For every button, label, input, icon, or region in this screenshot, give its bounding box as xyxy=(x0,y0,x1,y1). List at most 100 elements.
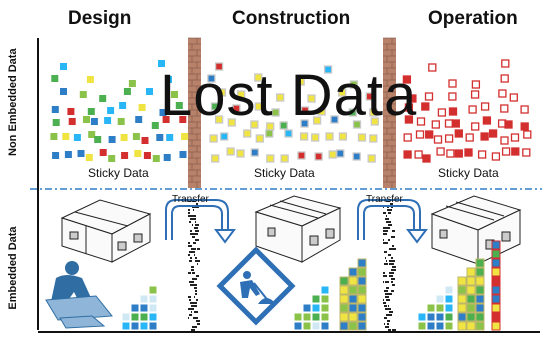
noise-mark xyxy=(389,314,392,316)
noise-mark xyxy=(388,239,390,241)
noise-mark xyxy=(387,323,389,325)
noise-mark xyxy=(391,278,395,280)
noise-mark xyxy=(196,299,198,301)
noise-mark xyxy=(190,251,191,253)
sticky-square xyxy=(67,108,75,115)
sticky-squares-operation xyxy=(402,59,532,163)
sticky-square xyxy=(87,108,95,115)
embedded-data-square xyxy=(302,312,312,322)
noise-mark xyxy=(188,317,189,319)
embedded-data-square xyxy=(457,276,467,286)
sticky-square xyxy=(156,134,164,141)
sticky-square xyxy=(86,76,94,83)
embedded-data-square xyxy=(139,312,149,322)
noise-mark xyxy=(196,275,199,277)
building-drawing-operation xyxy=(430,195,522,265)
noise-mark xyxy=(386,260,387,262)
sticky-square xyxy=(60,88,67,95)
sticky-square xyxy=(108,155,116,162)
sticky-square xyxy=(107,107,115,114)
embedded-data-square xyxy=(121,321,131,331)
sticky-square xyxy=(121,152,129,159)
embedded-data-square xyxy=(148,285,158,295)
embedded-data-square xyxy=(491,267,501,277)
noise-mark xyxy=(192,326,194,328)
noise-mark xyxy=(388,212,389,214)
noise-mark xyxy=(190,284,193,286)
noise-mark xyxy=(196,239,199,241)
sticky-squares-design xyxy=(50,60,189,162)
noise-mark xyxy=(197,263,198,265)
sticky-square xyxy=(403,133,412,142)
noise-mark xyxy=(188,212,190,214)
sticky-square xyxy=(254,73,263,82)
noise-mark xyxy=(383,233,386,235)
noise-mark xyxy=(195,260,198,262)
sticky-square xyxy=(143,152,151,159)
embedded-data-square xyxy=(302,321,312,331)
phase-title-operation: Operation xyxy=(428,8,518,29)
sticky-square xyxy=(99,95,107,102)
noise-mark xyxy=(196,320,200,322)
embedded-data-square xyxy=(475,258,485,268)
noise-mark xyxy=(195,230,199,232)
embedded-data-square xyxy=(457,294,467,304)
sticky-square xyxy=(330,115,339,124)
sticky-square xyxy=(414,150,423,159)
noise-mark xyxy=(386,287,389,289)
sticky-square xyxy=(444,119,454,128)
noise-mark xyxy=(391,257,393,259)
sticky-square xyxy=(501,59,510,68)
noise-mark xyxy=(192,224,193,226)
sticky-square xyxy=(280,154,289,163)
sticky-square xyxy=(62,133,70,140)
noise-mark xyxy=(387,320,390,322)
noise-mark xyxy=(189,260,192,262)
embedded-data-square xyxy=(435,321,445,331)
sticky-square xyxy=(369,134,378,143)
sticky-square xyxy=(511,147,520,156)
sticky-square xyxy=(454,149,463,158)
noise-mark xyxy=(392,269,396,271)
sticky-square xyxy=(123,88,131,95)
noise-mark xyxy=(190,218,193,220)
noise-mark xyxy=(385,296,389,298)
sticky-square xyxy=(296,77,305,86)
sticky-square xyxy=(349,80,359,89)
noise-mark xyxy=(190,302,194,304)
noise-mark xyxy=(383,281,384,283)
sticky-square xyxy=(448,79,457,88)
embedded-data-square xyxy=(320,285,330,295)
embedded-data-square xyxy=(491,294,501,304)
embedded-data-square xyxy=(466,294,476,304)
embedded-data-square xyxy=(475,312,485,322)
noise-mark xyxy=(386,221,389,223)
lost-data-overlay-text: Lost Data xyxy=(160,63,418,128)
embedded-data-square xyxy=(475,276,485,286)
noise-mark xyxy=(388,305,389,307)
noise-mark xyxy=(392,272,394,274)
sticky-square xyxy=(108,136,116,143)
noise-mark xyxy=(194,296,195,298)
sticky-square xyxy=(431,120,440,129)
noise-mark xyxy=(195,257,197,259)
noise-mark xyxy=(392,230,395,232)
sticky-square xyxy=(165,76,172,83)
sticky-square xyxy=(509,93,518,102)
noise-mark xyxy=(383,239,384,241)
noise-mark xyxy=(388,293,392,295)
embedded-data-square xyxy=(148,312,158,322)
noise-mark xyxy=(190,257,192,259)
sticky-square xyxy=(51,106,59,113)
noise-mark xyxy=(196,224,198,226)
sticky-square xyxy=(433,135,443,144)
transfer-label-right: Transfer xyxy=(366,194,403,205)
noise-mark xyxy=(384,317,387,319)
noise-mark xyxy=(389,263,390,265)
noise-mark xyxy=(189,281,193,283)
sticky-square xyxy=(480,132,489,141)
embedded-data-square xyxy=(311,312,321,322)
noise-mark xyxy=(384,263,388,265)
sticky-square xyxy=(404,103,414,112)
sticky-square xyxy=(207,74,216,83)
